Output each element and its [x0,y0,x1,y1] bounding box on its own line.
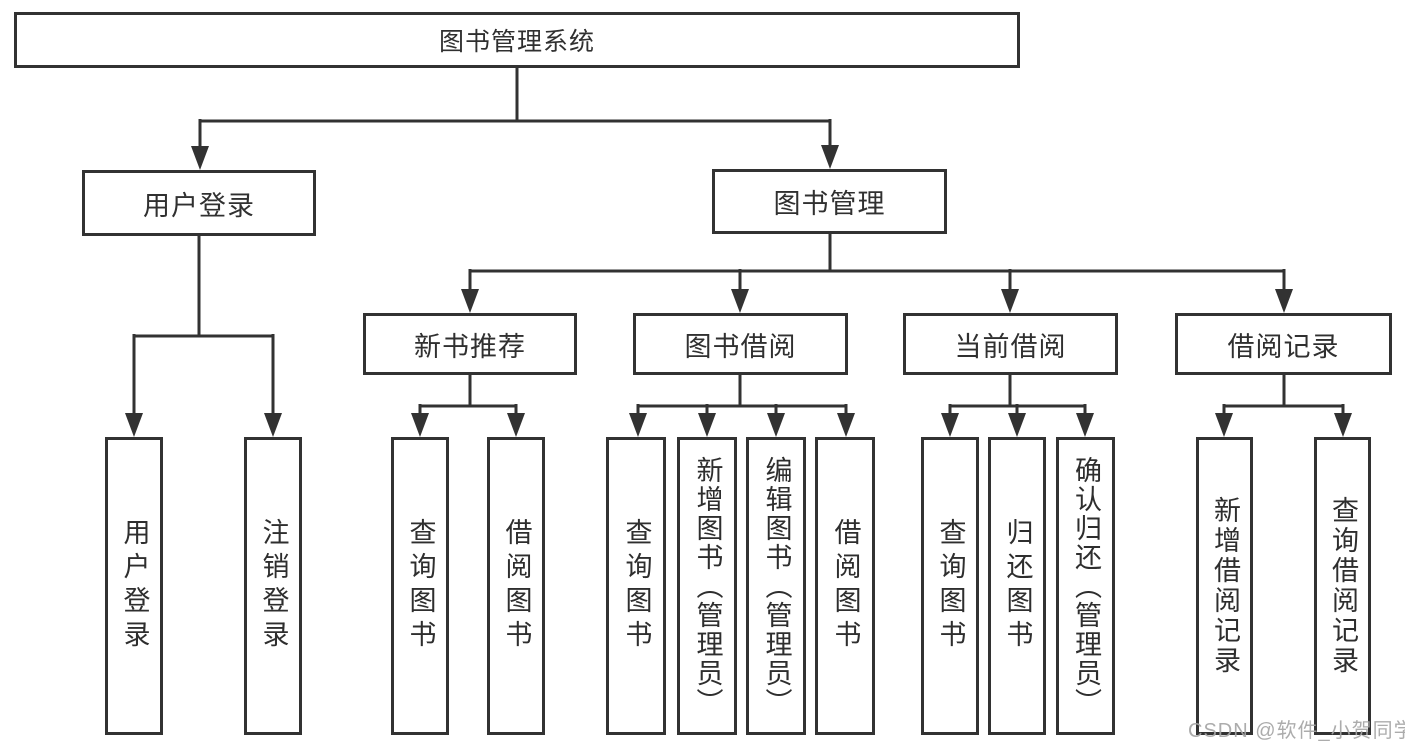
leaf-confirm-return-admin: 确认归还（管理员） [1056,437,1115,735]
arrow-down-icon [821,145,839,169]
leaf-query-borrow-record: 查询借阅记录 [1314,437,1371,735]
leaf-query-books-label: 查询图书 [621,518,652,654]
node-current-borrowing-label: 当前借阅 [954,331,1067,362]
node-book-borrowing: 图书借阅 [633,313,848,375]
leaf-borrow-books: 借阅图书 [487,437,545,735]
leaf-return-books: 归还图书 [988,437,1046,735]
leaf-borrow-books: 借阅图书 [815,437,875,735]
arrow-down-icon [461,289,479,313]
leaf-query-books-label: 查询图书 [935,518,966,654]
connector-root-to-level1 [198,68,832,150]
csdn-watermark: CSDN @软件_小贺同学 [1188,720,1405,742]
arrow-down-icon [1076,413,1094,437]
connector-book-borrow-to-leaves [636,375,848,416]
leaf-borrow-books-label: 借阅图书 [830,518,861,654]
node-book-management-label: 图书管理 [773,189,886,219]
leaf-borrow-books-label: 借阅图书 [501,518,532,654]
node-borrowing-records: 借阅记录 [1175,313,1392,375]
arrow-down-icon [1215,413,1233,437]
node-new-book-recommend: 新书推荐 [363,313,577,375]
node-root-label: 图书管理系统 [438,28,595,56]
leaf-user-login-label: 用户登录 [119,518,150,654]
arrow-down-icon [1334,413,1352,437]
leaf-query-books: 查询图书 [921,437,979,735]
arrow-down-icon [731,289,749,313]
leaf-add-books-admin-label: 新增图书（管理员） [692,455,723,717]
node-user-login: 用户登录 [82,170,316,236]
leaf-edit-books-admin: 编辑图书（管理员） [746,437,806,735]
leaf-user-login: 用户登录 [105,437,163,735]
leaf-query-books: 查询图书 [391,437,449,735]
arrow-down-icon [941,413,959,437]
node-borrowing-records-label: 借阅记录 [1227,331,1340,362]
leaf-return-books-label: 归还图书 [1002,518,1033,654]
arrow-down-icon [629,413,647,437]
leaf-logout-label: 注销登录 [258,518,289,654]
arrow-down-icon [767,413,785,437]
connector-current-borrow-to-leaves [948,375,1087,416]
arrow-down-icon [125,413,143,437]
arrow-down-icon [1275,289,1293,313]
leaf-query-books-label: 查询图书 [405,518,436,654]
node-current-borrowing: 当前借阅 [903,313,1118,375]
connector-book-mgmt-to-level3 [468,234,1286,293]
leaf-query-borrow-record-label: 查询借阅记录 [1328,496,1358,676]
arrow-down-icon [1001,289,1019,313]
node-book-borrowing-label: 图书借阅 [684,331,797,362]
arrow-down-icon [837,413,855,437]
leaf-edit-books-admin-label: 编辑图书（管理员） [761,455,792,717]
arrow-down-icon [191,146,209,170]
arrow-down-icon [411,413,429,437]
connector-user-login-to-leaves [132,236,275,416]
arrow-down-icon [1008,413,1026,437]
connector-borrow-records-to-leaves [1222,375,1345,416]
node-book-management: 图书管理 [712,169,947,234]
connector-new-books-to-leaves [418,375,518,416]
leaf-add-borrow-record: 新增借阅记录 [1196,437,1253,735]
node-new-book-recommend-label: 新书推荐 [414,331,526,362]
leaf-logout: 注销登录 [244,437,302,735]
arrow-down-icon [698,413,716,437]
leaf-add-books-admin: 新增图书（管理员） [677,437,737,735]
leaf-query-books: 查询图书 [606,437,666,735]
arrow-down-icon [264,413,282,437]
leaf-add-borrow-record-label: 新增借阅记录 [1210,496,1240,676]
node-user-login-label: 用户登录 [143,190,255,221]
arrow-down-icon [507,413,525,437]
node-root: 图书管理系统 [14,12,1020,68]
leaf-confirm-return-admin-label: 确认归还（管理员） [1071,455,1101,717]
